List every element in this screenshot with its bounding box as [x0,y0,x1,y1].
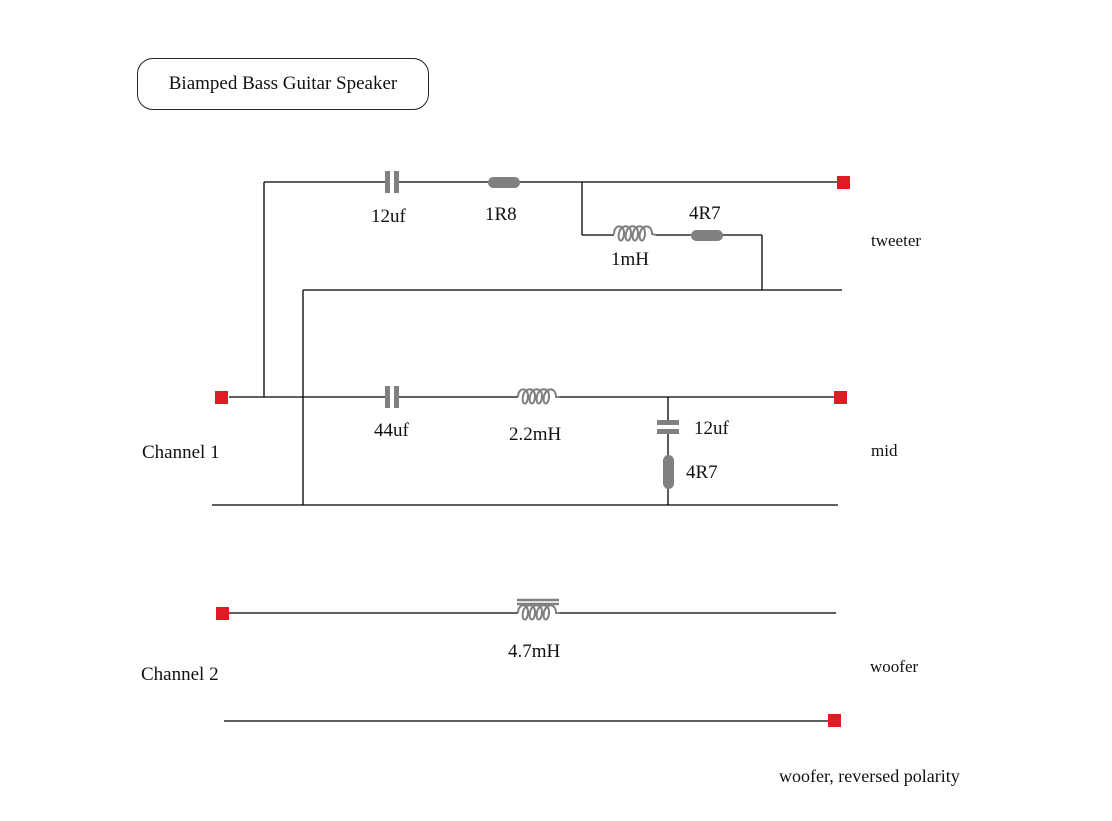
woofer-reversed-output-label: woofer, reversed polarity [779,766,960,786]
mid-cap-label: 44uf [374,420,409,441]
terminal-ch2-input [216,607,229,620]
tweeter-res-label: 1R8 [485,204,517,225]
mid-inductor-label: 2.2mH [509,424,562,445]
capacitor-symbol [385,386,399,408]
iron-core-coil-symbol [517,598,560,621]
resistor-symbol [691,230,723,241]
mid-shunt-res-label: 4R7 [686,462,718,483]
capacitor-symbol [657,420,679,434]
resistor-symbol [663,455,674,489]
terminal-ch1-input [215,391,228,404]
channel-2-label: Channel 2 [141,664,219,685]
terminal-woofer-reversed [828,714,841,727]
capacitor-symbol [385,171,399,193]
diagram-title: Biamped Bass Guitar Speaker [168,73,398,94]
tweeter-cap-label: 12uf [371,206,406,227]
diagram-title-box: Biamped Bass Guitar Speaker [137,58,429,110]
terminal-tweeter [837,176,850,189]
woofer-inductor-label: 4.7mH [508,641,561,662]
mid-shunt-cap-label: 12uf [694,418,729,439]
channel-1-label: Channel 1 [142,442,220,463]
tweeter-shunt-res-label: 4R7 [689,203,721,224]
resistor-symbol [488,177,520,188]
tweeter-inductor-label: 1mH [611,249,649,270]
terminal-mid [834,391,847,404]
woofer-output-label: woofer [870,657,919,676]
coil-symbol [613,225,657,242]
coil-symbol [517,388,560,405]
tweeter-output-label: tweeter [871,231,922,250]
mid-output-label: mid [871,441,898,460]
